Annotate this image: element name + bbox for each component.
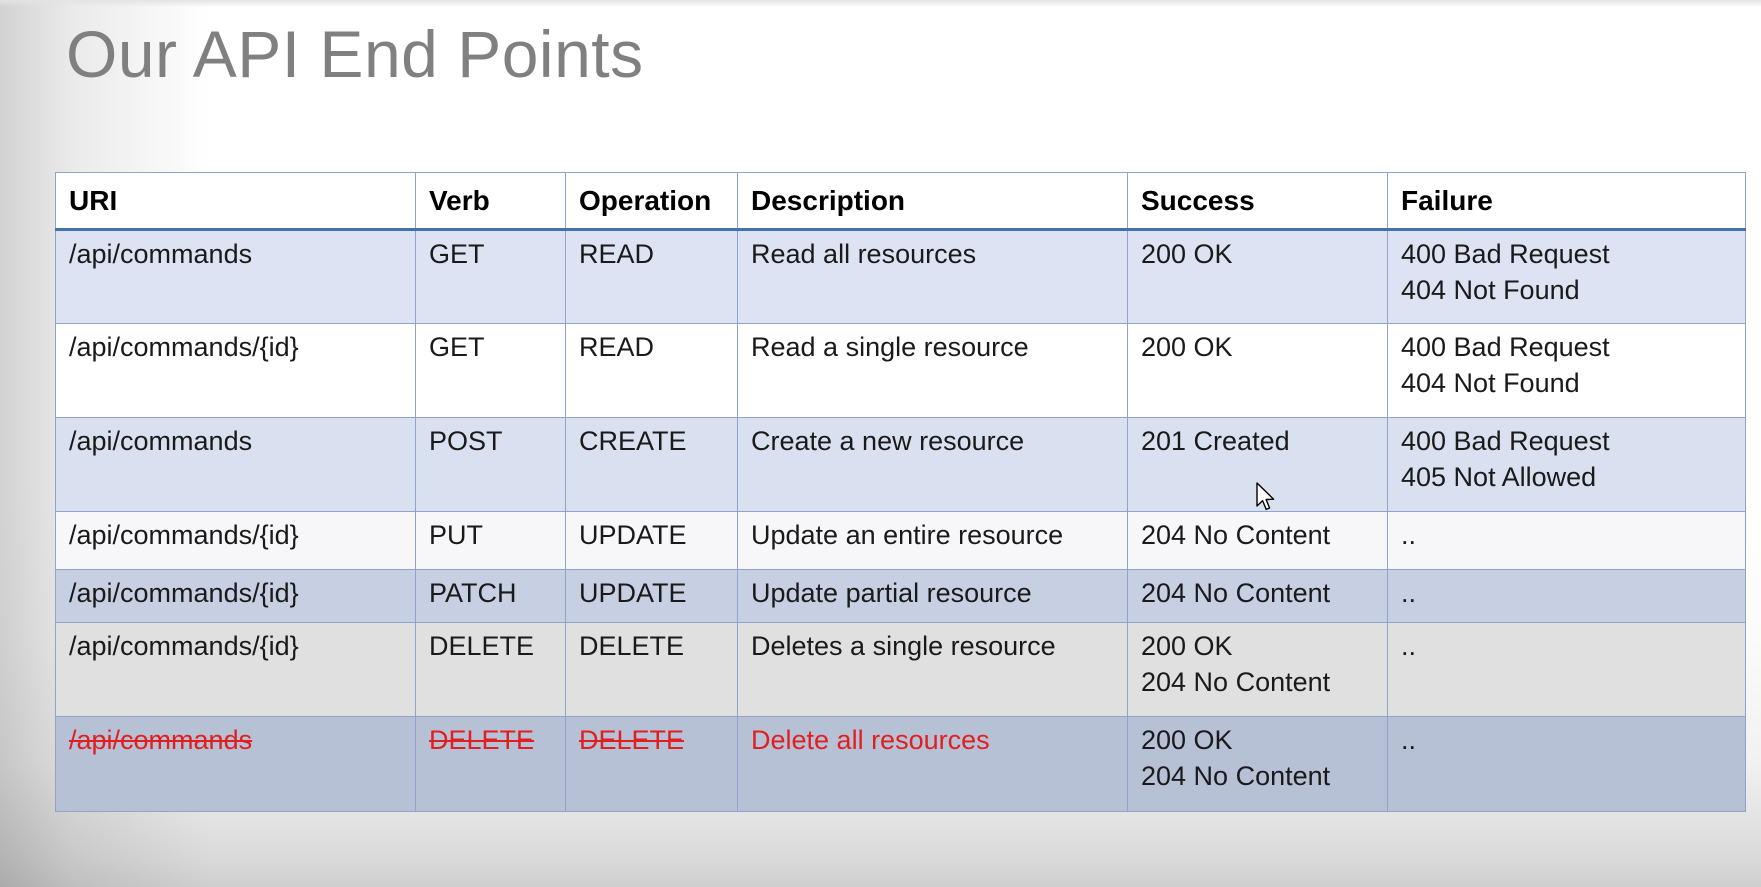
cell-failure-line-2: 405 Not Allowed — [1401, 461, 1597, 492]
api-endpoints-table: URI Verb Operation Description Success F… — [55, 172, 1746, 812]
cell-failure: .. — [1387, 569, 1746, 623]
cell-uri: /api/commands — [55, 229, 416, 324]
cell-description: Create a new resource — [737, 417, 1128, 512]
cell-uri: /api/commands/{id} — [55, 569, 416, 623]
cell-operation: UPDATE — [565, 569, 738, 623]
page-title: Our API End Points — [66, 17, 644, 91]
cell-failure: .. — [1387, 622, 1746, 717]
table-row: /api/commands POST CREATE Create a new r… — [55, 417, 1746, 512]
cell-operation: DELETE — [565, 622, 738, 717]
cell-failure-line-1: 400 Bad Request — [1401, 426, 1610, 456]
cell-success: 200 OK 204 No Content — [1127, 716, 1388, 812]
table-row-deprecated: /api/commands DELETE DELETE Delete all r… — [55, 716, 1746, 812]
cell-failure: .. — [1387, 716, 1746, 812]
cell-success: 201 Created — [1127, 417, 1388, 512]
cell-description: Update partial resource — [737, 569, 1128, 623]
table-header-row: URI Verb Operation Description Success F… — [55, 172, 1746, 231]
cell-failure-line-1: .. — [1401, 725, 1417, 755]
api-endpoints-table-wrapper: URI Verb Operation Description Success F… — [55, 172, 1746, 812]
cell-success: 200 OK 204 No Content — [1127, 622, 1388, 717]
column-header-uri: URI — [55, 172, 416, 231]
cell-success: 204 No Content — [1127, 569, 1388, 623]
cell-success-line-1: 204 No Content — [1141, 520, 1331, 550]
cell-failure-line-1: 400 Bad Request — [1401, 332, 1610, 362]
table-body: /api/commands GET READ Read all resource… — [55, 229, 1746, 812]
cell-success: 200 OK — [1127, 323, 1388, 418]
cell-verb: GET — [415, 229, 566, 324]
cell-verb: PUT — [415, 511, 566, 570]
cell-failure: 400 Bad Request 404 Not Found — [1387, 229, 1746, 324]
cell-verb: DELETE — [415, 716, 566, 812]
table-row: /api/commands GET READ Read all resource… — [55, 229, 1746, 324]
cell-failure: .. — [1387, 511, 1746, 570]
cell-description: Deletes a single resource — [737, 622, 1128, 717]
cell-operation: UPDATE — [565, 511, 738, 570]
cell-success: 204 No Content — [1127, 511, 1388, 570]
cell-description: Read a single resource — [737, 323, 1128, 418]
cell-description: Read all resources — [737, 229, 1128, 324]
cell-operation: READ — [565, 323, 738, 418]
table-row: /api/commands/{id} DELETE DELETE Deletes… — [55, 622, 1746, 717]
cell-success-line-2: 204 No Content — [1141, 666, 1331, 697]
table-row: /api/commands/{id} GET READ Read a singl… — [55, 323, 1746, 418]
cell-success: 200 OK — [1127, 229, 1388, 324]
column-header-operation: Operation — [565, 172, 738, 231]
cell-failure-line-2: 404 Not Found — [1401, 274, 1580, 305]
cell-verb: PATCH — [415, 569, 566, 623]
column-header-success: Success — [1127, 172, 1388, 231]
cell-failure-line-2: 404 Not Found — [1401, 367, 1580, 398]
cell-verb: GET — [415, 323, 566, 418]
cell-uri: /api/commands/{id} — [55, 511, 416, 570]
cell-failure: 400 Bad Request 404 Not Found — [1387, 323, 1746, 418]
cell-success-line-1: 200 OK — [1141, 631, 1233, 661]
cell-operation: READ — [565, 229, 738, 324]
table-row: /api/commands/{id} PUT UPDATE Update an … — [55, 511, 1746, 570]
slide-top-edge — [0, 0, 1761, 7]
cell-operation: CREATE — [565, 417, 738, 512]
cell-failure-line-1: .. — [1401, 578, 1417, 608]
cell-uri: /api/commands — [55, 417, 416, 512]
cell-success-line-1: 200 OK — [1141, 332, 1233, 362]
cell-failure: 400 Bad Request 405 Not Allowed — [1387, 417, 1746, 512]
cell-success-line-2: 204 No Content — [1141, 760, 1331, 791]
cell-success-line-1: 200 OK — [1141, 725, 1233, 755]
cell-description: Delete all resources — [737, 716, 1128, 812]
column-header-failure: Failure — [1387, 172, 1746, 231]
cell-success-line-1: 200 OK — [1141, 239, 1233, 269]
cell-operation: DELETE — [565, 716, 738, 812]
column-header-verb: Verb — [415, 172, 566, 231]
cell-failure-line-1: .. — [1401, 520, 1417, 550]
cell-uri: /api/commands/{id} — [55, 323, 416, 418]
cell-verb: POST — [415, 417, 566, 512]
cell-success-line-1: 204 No Content — [1141, 578, 1331, 608]
cell-uri: /api/commands — [55, 716, 416, 812]
column-header-description: Description — [737, 172, 1128, 231]
cell-failure-line-1: 400 Bad Request — [1401, 239, 1610, 269]
cell-failure-line-1: .. — [1401, 631, 1417, 661]
cell-success-line-1: 201 Created — [1141, 426, 1290, 456]
cell-verb: DELETE — [415, 622, 566, 717]
table-row: /api/commands/{id} PATCH UPDATE Update p… — [55, 569, 1746, 623]
cell-description: Update an entire resource — [737, 511, 1128, 570]
cell-uri: /api/commands/{id} — [55, 622, 416, 717]
